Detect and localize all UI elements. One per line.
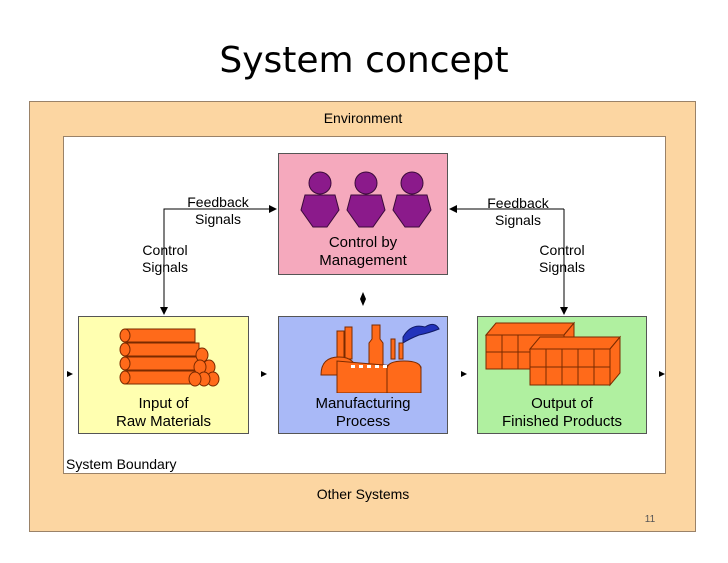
two-way-arrow — [360, 292, 366, 306]
crates-icon — [484, 321, 622, 387]
input-label-line2: Raw Materials — [115, 413, 212, 430]
feedback-right-line2: Signals — [495, 212, 541, 228]
control-left-line2: Signals — [142, 259, 188, 275]
logs-icon — [119, 328, 220, 387]
environment-label: Environment — [323, 110, 403, 126]
output-label-line1: Output of — [531, 395, 593, 412]
factory-icon — [320, 323, 440, 393]
management-label-line1: Control by — [328, 234, 398, 251]
control-right-line1: Control — [539, 242, 585, 258]
flow-arrow-2 — [461, 371, 467, 377]
control-left-line1: Control — [142, 242, 188, 258]
flow-arrow-1 — [261, 371, 267, 377]
output-label-line2: Finished Products — [501, 413, 623, 430]
feedback-left-line1: Feedback — [187, 194, 249, 210]
flow-arrow-in — [67, 371, 73, 377]
flow-arrow-out — [659, 371, 665, 377]
process-label-line1: Manufacturing — [315, 395, 411, 412]
system-boundary-label: System Boundary — [66, 456, 177, 472]
people-icon — [300, 171, 432, 228]
output-box: Output of Finished Products — [477, 316, 647, 434]
page-number: 11 — [644, 514, 656, 525]
input-label-line1: Input of — [138, 395, 189, 412]
process-box: Manufacturing Process — [278, 316, 448, 434]
feedback-right-line1: Feedback — [487, 195, 549, 211]
other-systems-label: Other Systems — [316, 486, 410, 502]
feedback-left-arrow — [163, 205, 277, 314]
management-label-line2: Management — [319, 252, 407, 269]
input-box: Input of Raw Materials — [78, 316, 249, 434]
control-right-line2: Signals — [539, 259, 585, 275]
management-box: Control by Management — [278, 153, 448, 275]
process-label-line2: Process — [335, 413, 391, 430]
slide-title: System concept — [219, 40, 509, 81]
feedback-left-line2: Signals — [195, 211, 241, 227]
